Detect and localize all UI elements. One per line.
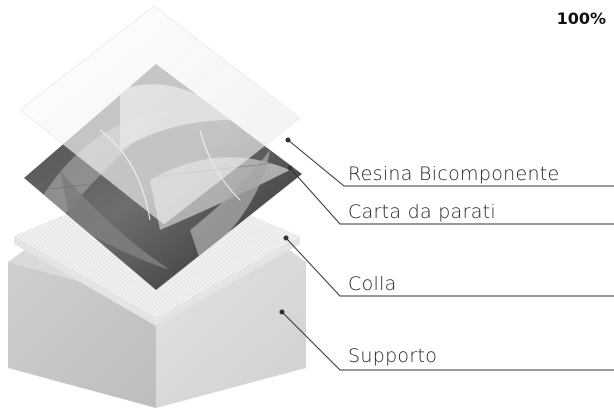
paper-leader (289, 167, 614, 225)
support-leader (281, 311, 614, 371)
label-colla: Colla (348, 273, 397, 295)
resin-leader (287, 139, 614, 187)
resin-sheet (19, 5, 301, 225)
zoom-label: 100% (557, 9, 606, 28)
label-resina: Resina Bicomponente (348, 163, 560, 185)
leader-lines (279, 137, 614, 371)
glue-leader (285, 237, 614, 297)
resin-layer (19, 5, 301, 225)
label-carta: Carta da parati (348, 201, 496, 223)
label-supporto: Supporto (348, 345, 437, 367)
